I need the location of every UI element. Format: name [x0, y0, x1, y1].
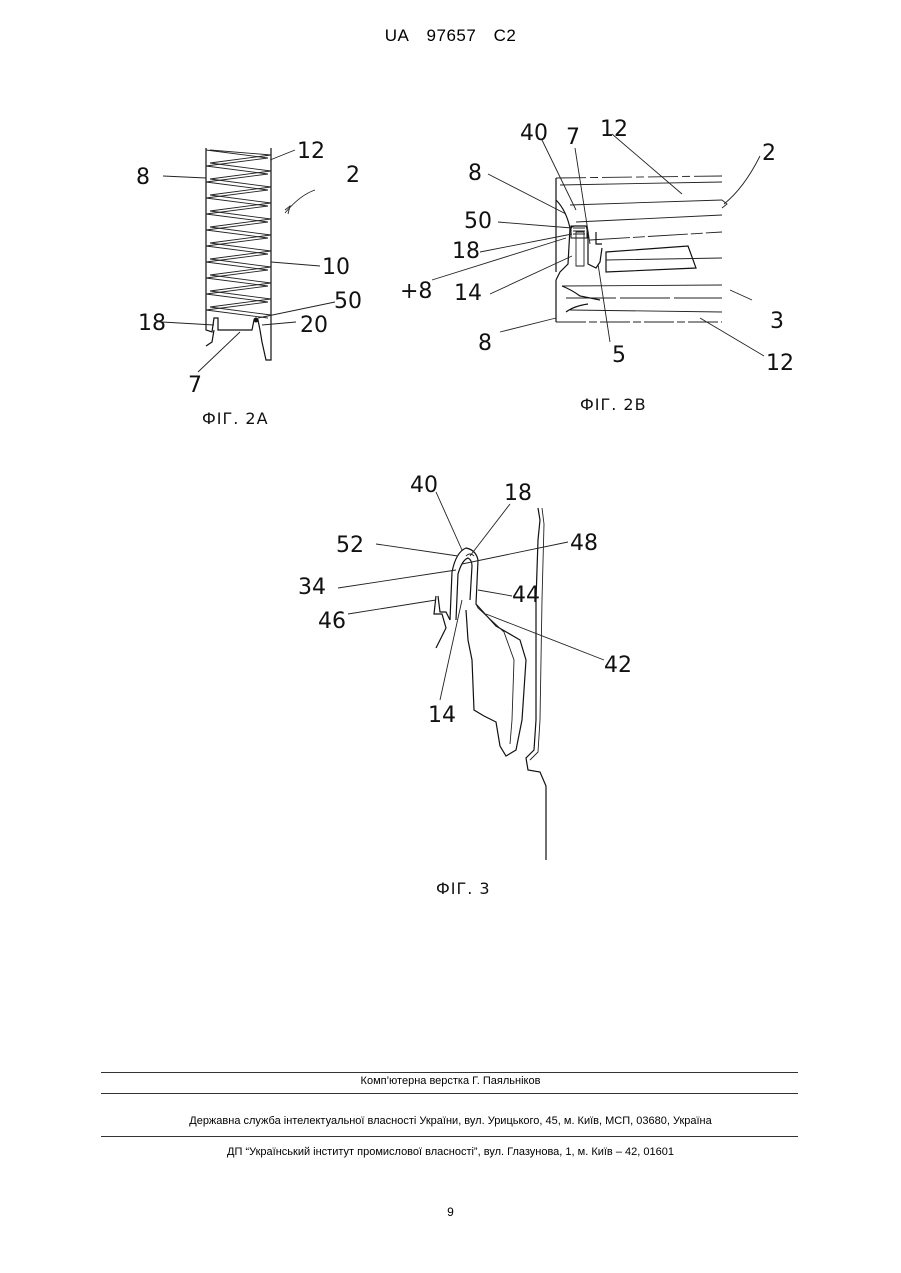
label-14: 14 — [454, 281, 482, 306]
label-12: 12 — [297, 139, 325, 164]
label-40: 40 — [520, 121, 548, 146]
label-10: 10 — [322, 255, 350, 280]
label-50: 50 — [334, 289, 362, 314]
label-50: 50 — [464, 209, 492, 234]
label-34: 34 — [298, 575, 326, 600]
label-8: 8 — [136, 165, 150, 190]
figure-2a: 8 12 2 10 18 50 20 7 ФІГ. 2А — [136, 139, 362, 428]
label-2: 2 — [762, 141, 776, 166]
label-44: 44 — [512, 583, 540, 608]
label-8-bottom: 8 — [478, 331, 492, 356]
label-20: 20 — [300, 313, 328, 338]
label-48: +8 — [400, 279, 432, 304]
label-3: 3 — [770, 309, 784, 334]
footer-institute-address: ДП “Український інститут промислової вла… — [0, 1146, 901, 1158]
label-14: 14 — [428, 703, 456, 728]
label-7: 7 — [566, 125, 580, 150]
label-52: 52 — [336, 533, 364, 558]
label-42: 42 — [604, 653, 632, 678]
label-18: 18 — [138, 311, 166, 336]
footer-typesetting: Комп’ютерна верстка Г. Паяльніков — [0, 1075, 901, 1087]
label-48: 48 — [570, 531, 598, 556]
figure-2b: 40 7 12 2 8 50 18 +8 14 3 8 5 12 ФІГ. 2В — [400, 117, 794, 414]
label-8-top: 8 — [468, 161, 482, 186]
figure-3: 40 18 52 48 34 44 46 42 14 ФІГ. 3 — [298, 473, 632, 898]
figure-3-caption: ФІГ. 3 — [436, 879, 491, 898]
label-18: 18 — [504, 481, 532, 506]
label-18: 18 — [452, 239, 480, 264]
label-2: 2 — [346, 163, 360, 188]
label-7: 7 — [188, 373, 202, 398]
label-46: 46 — [318, 609, 346, 634]
page-number: 9 — [0, 1205, 901, 1219]
footer-rule-1 — [101, 1072, 798, 1073]
label-12-top: 12 — [600, 117, 628, 142]
label-40: 40 — [410, 473, 438, 498]
footer-rule-3 — [101, 1136, 798, 1137]
label-5: 5 — [612, 343, 626, 368]
label-12-bottom: 12 — [766, 351, 794, 376]
footer-rule-2 — [101, 1093, 798, 1094]
figure-2b-caption: ФІГ. 2В — [580, 395, 647, 414]
footer-office-address: Державна служба інтелектуальної власност… — [0, 1115, 901, 1127]
figure-2a-caption: ФІГ. 2А — [202, 409, 269, 428]
